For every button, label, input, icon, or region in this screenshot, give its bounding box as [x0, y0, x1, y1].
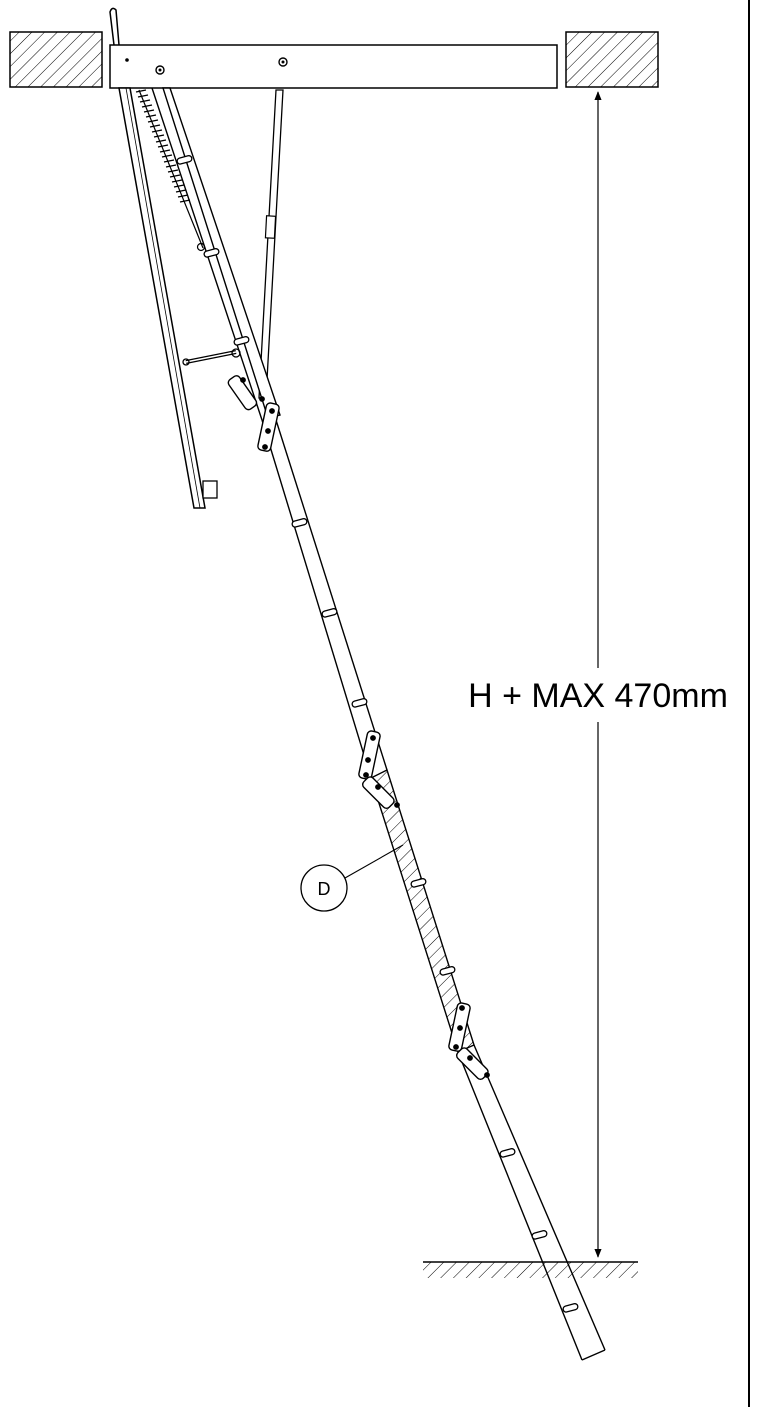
rung [531, 1230, 548, 1240]
brace-arm-inner [185, 351, 237, 363]
hinge-lower [448, 1002, 490, 1081]
ladder-rail [261, 419, 372, 779]
spring-coil [135, 89, 191, 203]
rung [562, 1303, 579, 1313]
rung [439, 966, 456, 976]
rung [176, 155, 193, 165]
frame-bolt [158, 68, 162, 72]
hinge-middle [358, 730, 400, 810]
support-strut [258, 89, 284, 399]
ladder-section-upper [162, 87, 281, 419]
hatch-handle [109, 7, 120, 46]
ladder-foot [581, 1349, 606, 1361]
door-latch [202, 480, 218, 499]
ladder-rungs [176, 155, 579, 1313]
ceiling-joist-left [9, 31, 103, 88]
callout-label: D [318, 879, 331, 899]
rung [203, 248, 220, 258]
rung [233, 336, 250, 346]
rung [351, 698, 368, 708]
ceiling-joist-right [565, 31, 659, 88]
strut-sleeve [264, 215, 277, 239]
hatch-door-inner-line [125, 87, 201, 509]
rung [321, 608, 338, 618]
callout-circle [300, 864, 348, 912]
ladder-rail [457, 1051, 583, 1361]
rung [499, 1148, 516, 1158]
ladder-rail [275, 419, 388, 771]
rung [291, 518, 308, 528]
floor-hatch [423, 1262, 638, 1278]
brace-pivot [182, 358, 190, 366]
frame-bolt [281, 60, 285, 64]
rung [410, 878, 427, 888]
hatch-frame [109, 44, 558, 89]
frame-bolt [125, 58, 129, 62]
hinge-upper [227, 375, 280, 452]
frame-bolt [155, 65, 165, 75]
callout-leader [344, 844, 404, 879]
dimension-label: H + MAX 470mm [468, 677, 728, 715]
frame-bolt [278, 57, 288, 67]
ladder-rail [473, 1044, 606, 1351]
